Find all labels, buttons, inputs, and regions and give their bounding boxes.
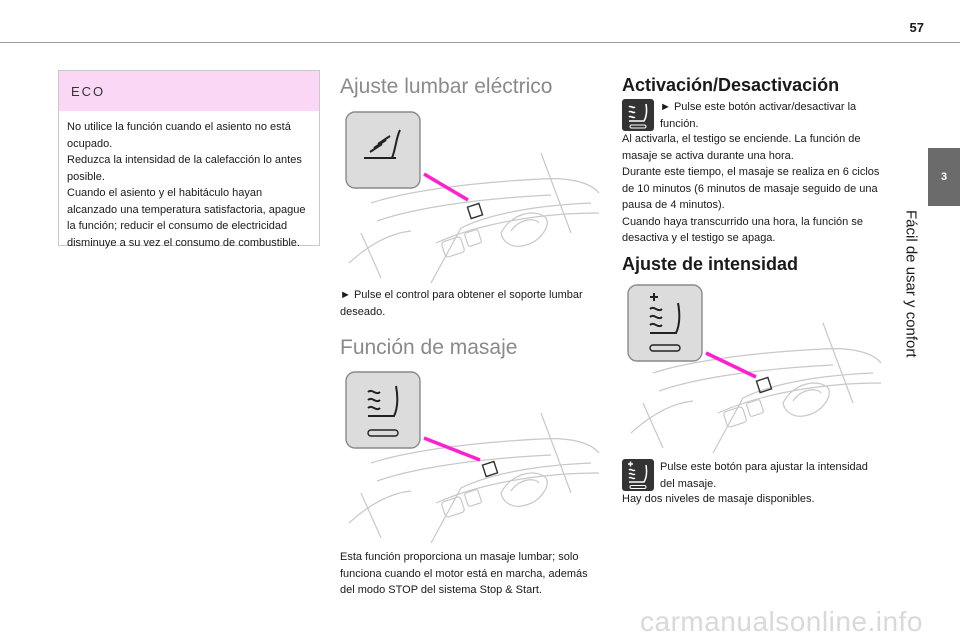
intensity-note: Hay dos niveles de masaje disponibles. — [622, 493, 815, 505]
eco-text: No utilice la función cuando el asiento … — [59, 111, 319, 251]
massage-control-illustration — [345, 371, 600, 543]
intensity-control-icon — [627, 284, 703, 362]
page-number: 57 — [909, 20, 924, 35]
activation-line: Cuando haya transcurrido una hora, la fu… — [622, 215, 863, 245]
activation-text: Al activarla, el testigo se enciende. La… — [622, 131, 884, 247]
massage-title: Función de masaje — [340, 336, 518, 359]
activation-line: Durante este tiempo, el masaje se realiz… — [622, 166, 880, 211]
lumbar-title: Ajuste lumbar eléctrico — [340, 75, 553, 98]
massage-illustration — [340, 368, 602, 543]
intensity-icon — [622, 459, 654, 491]
activation-instruction: ► Pulse este botón activar/desactivar la… — [660, 101, 857, 130]
chapter-number: 3 — [940, 171, 948, 183]
intensity-title: Ajuste de intensidad — [622, 254, 799, 274]
massage-icon — [622, 99, 654, 131]
lumbar-instruction: ► Pulse el control para obtener el sopor… — [340, 289, 583, 318]
seat-control-illustration — [345, 111, 600, 283]
eco-title: ECO — [59, 71, 319, 111]
chapter-title: Fácil de usar y confort — [902, 210, 920, 358]
header-rule — [0, 42, 960, 43]
activation-title: Activación/Desactivación — [622, 75, 840, 95]
eco-line: Cuando el asiento y el habitáculo hayan … — [67, 187, 306, 249]
eco-box: ECO No utilice la función cuando el asie… — [58, 70, 320, 249]
watermark: carmanualsonline.info — [640, 606, 923, 637]
intensity-illustration — [622, 283, 884, 453]
lumbar-control-icon — [345, 111, 421, 189]
intensity-symbol — [649, 293, 681, 352]
pointer-line — [423, 172, 469, 202]
massage-text: Esta función proporciona un masaje lumba… — [340, 551, 588, 596]
pointer-line — [423, 436, 481, 462]
eco-line: No utilice la función cuando el asiento … — [67, 121, 291, 150]
lumbar-illustration — [340, 108, 602, 283]
pointer-line — [705, 351, 757, 379]
massage-symbol — [367, 385, 399, 437]
eco-line: Reduzca la intensidad de la calefacción … — [67, 154, 302, 183]
massage-control-icon — [345, 371, 421, 449]
intensity-instruction: Pulse este botón para ajustar la intensi… — [660, 461, 868, 490]
lumbar-symbol — [364, 129, 401, 159]
chapter-tab[interactable]: 3 — [928, 148, 960, 206]
intensity-control-illustration — [627, 284, 882, 453]
activation-line: Al activarla, el testigo se enciende. La… — [622, 133, 861, 162]
